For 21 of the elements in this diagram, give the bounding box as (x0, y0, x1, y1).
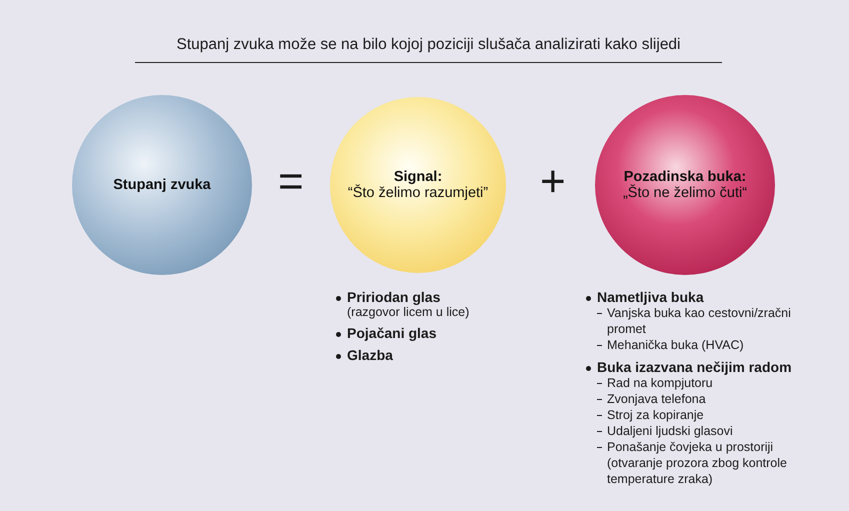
node-title: Pozadinska buka: (624, 169, 746, 185)
sub-item: Stroj za kopiranje (607, 408, 704, 422)
node-text: “Što želimo razumjeti” (348, 185, 488, 201)
title: Stupanj zvuka može se na bilo kojoj poziciji slušača analizirati kako slijedi (135, 36, 722, 63)
sub-item: Rad na kompjutoru (607, 376, 713, 390)
operator-sign: + (540, 160, 566, 204)
list-item: Pojačani glas (347, 325, 436, 341)
list-note: (razgovor licem u lice) (347, 305, 470, 319)
sub-item: Ponašanje čovjeka u prostoriji (otvaranje prozora zbog kontrole temperature zraka) (607, 440, 787, 486)
node-title: Stupanj zvuka (113, 177, 211, 193)
list-item: Buka izazvana nečijim radom (597, 359, 792, 375)
node-title: Signal: (394, 169, 442, 185)
operator-sign: = (278, 160, 304, 204)
sub-item: Vanjska buka kao cestovni/zračni promet (607, 306, 791, 336)
node-text: „Što ne želimo čuti“ (622, 185, 748, 201)
list-item: Pririodan glas (347, 289, 440, 305)
sub-item: Mehanička buka (HVAC) (607, 338, 744, 352)
sub-item: Udaljeni ljudski glasovi (607, 424, 733, 438)
list-item: Glazba (347, 347, 393, 363)
list-item: Nametljiva buka (597, 289, 704, 305)
sub-item: Zvonjava telefona (607, 392, 706, 406)
